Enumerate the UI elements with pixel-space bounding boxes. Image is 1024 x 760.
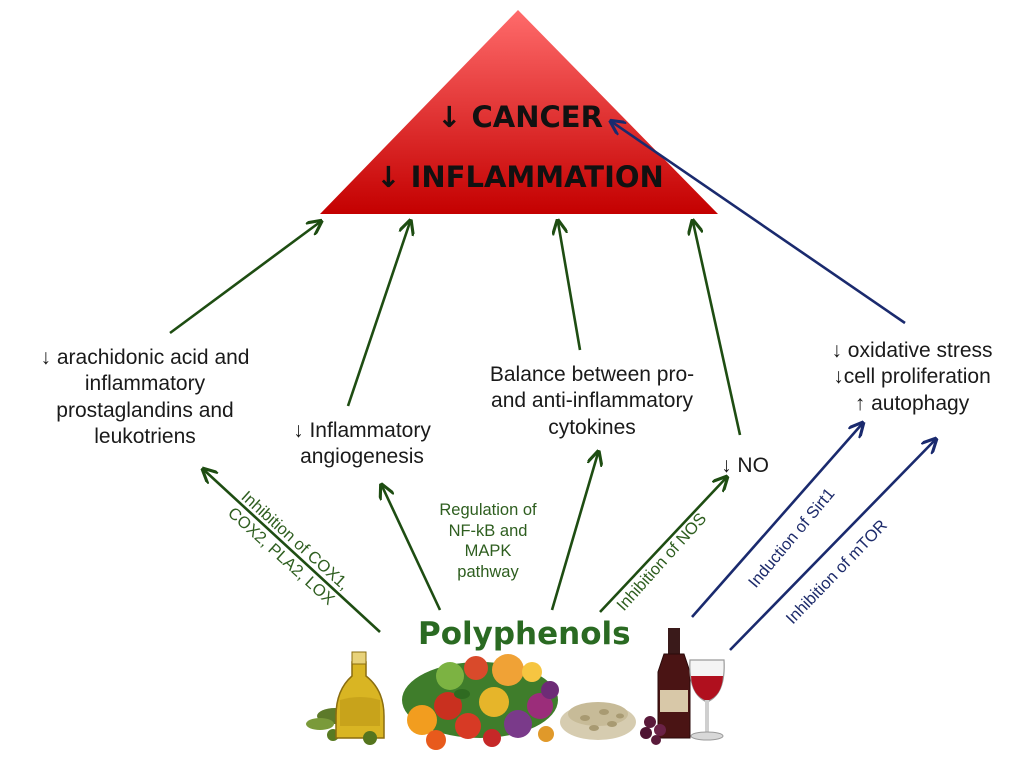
- vegetables-fruits-icon: [402, 654, 559, 750]
- angiogenesis-effect: ↓ Inflammatory angiogenesis: [293, 419, 431, 469]
- inflammation-label: ↓ INFLAMMATION: [376, 160, 664, 194]
- arrow-polyphenols-to-arachidonic: [204, 470, 381, 633]
- arrow-polyphenols-to-oxidative-sirt1: [691, 424, 862, 618]
- grains-icon: [560, 702, 636, 740]
- olive-oil-bottle-icon: [306, 651, 385, 745]
- nfkb-regulation-label: Regulation of NF-kB and MAPK pathway: [439, 501, 537, 581]
- polyphenols-label: Polyphenols: [418, 616, 631, 652]
- cytokines-effect: Balance between pro- and anti-inflammato…: [489, 363, 695, 439]
- arrow-polyphenols-to-angiogenesis: [382, 486, 442, 611]
- oxidative-stress-effect: ↓ oxidative stress ↓cell proliferation ↑…: [831, 339, 993, 415]
- arrow-polyphenols-to-no: [599, 478, 726, 613]
- arachidonic-acid-effect: ↓ arachidonic acid and inflammatory pros…: [40, 346, 250, 448]
- cancer-label: ↓ CANCER: [437, 100, 603, 134]
- red-wine-icon: [640, 628, 725, 745]
- arrow-oxidative-to-cancer: [612, 122, 906, 325]
- arrow-arachidonic-to-inflammation: [169, 222, 320, 335]
- arrow-no-to-inflammation: [693, 222, 742, 436]
- arrow-cytokines-to-inflammation: [558, 222, 582, 351]
- red-triangle: [320, 10, 718, 214]
- no-effect: ↓ NO: [721, 454, 769, 477]
- arrow-polyphenols-to-oxidative-mtor: [729, 440, 935, 651]
- arrow-polyphenols-to-cytokines: [550, 453, 598, 611]
- arrow-angiogenesis-to-inflammation: [346, 222, 410, 407]
